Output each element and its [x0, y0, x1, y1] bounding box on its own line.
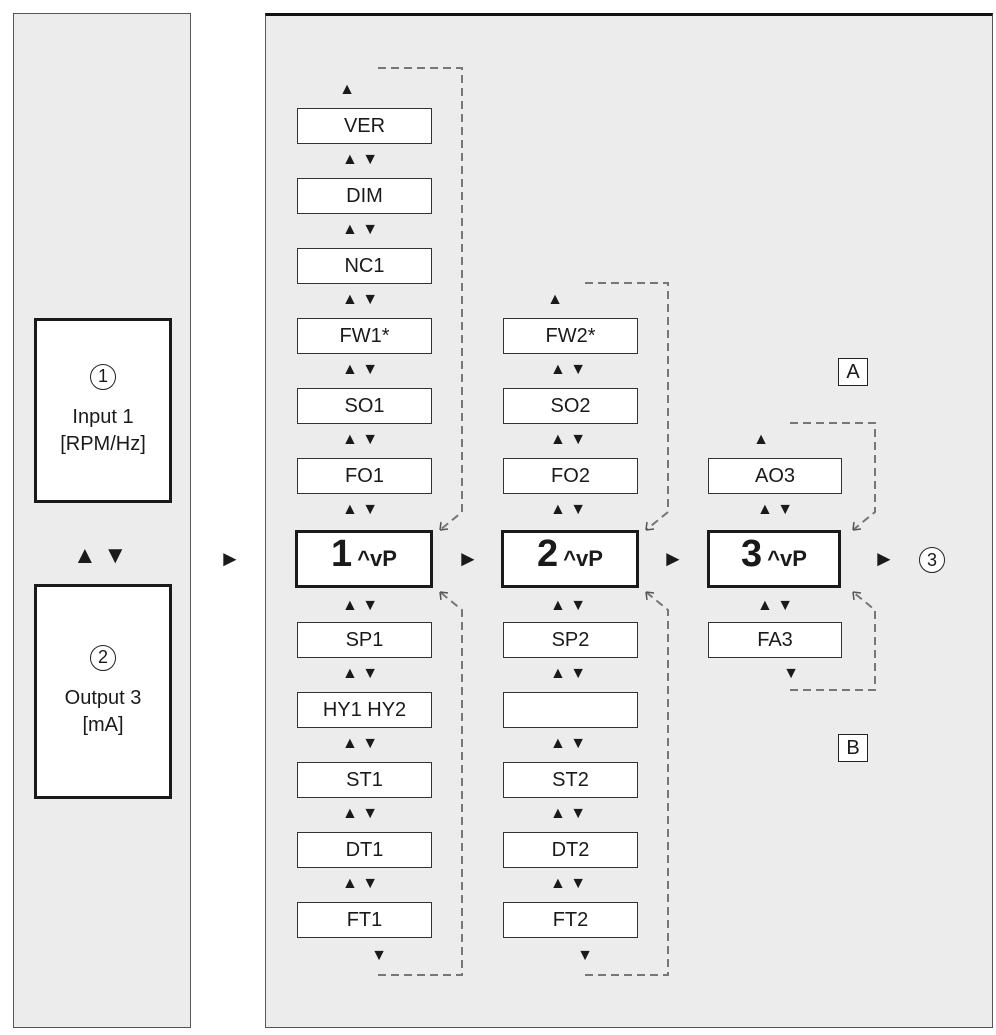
flow-arrow-main: ►: [219, 546, 241, 571]
menu-item-sp2[interactable]: SP2: [503, 622, 638, 658]
menu-item-nc1[interactable]: NC1: [297, 248, 432, 284]
col2-updown: ▲ ▼: [549, 805, 587, 822]
col1-up-arrow: ▲: [339, 81, 355, 98]
col2-updown: ▲ ▼: [549, 431, 587, 448]
col1-updown: ▲ ▼: [341, 735, 379, 752]
flow-arrow-3-end: ►: [873, 546, 895, 571]
label-a: A: [838, 358, 868, 386]
toggle-arrows: ▲ ▼: [73, 542, 128, 569]
menu-item-ft1[interactable]: FT1: [297, 902, 432, 938]
marker-3: 3: [919, 547, 945, 573]
menu-item-hy1-hy2[interactable]: HY1 HY2: [297, 692, 432, 728]
marker-1: 1: [90, 363, 116, 390]
col2-up-arrow: ▲: [547, 291, 563, 308]
menu-item-so2[interactable]: SO2: [503, 388, 638, 424]
output-3-label: Output 3: [64, 686, 142, 709]
input-1-unit: [RPM/Hz]: [60, 432, 146, 455]
channel-2-suffix: ^vP: [563, 546, 603, 571]
col1-down-arrow: ▼: [371, 947, 387, 964]
input-output-panel: [13, 13, 191, 1028]
col1-updown: ▲ ▼: [341, 431, 379, 448]
channel-3-suffix: ^vP: [767, 546, 807, 571]
output-3-unit: [mA]: [82, 713, 124, 736]
col2-down-arrow: ▼: [577, 947, 593, 964]
menu-item-st2[interactable]: ST2: [503, 762, 638, 798]
menu-item-st1[interactable]: ST1: [297, 762, 432, 798]
channel-1-number: 1: [331, 533, 353, 575]
flow-arrow-1-2: ►: [457, 546, 479, 571]
menu-item-blank[interactable]: [503, 692, 638, 728]
col2-updown: ▲ ▼: [549, 501, 587, 518]
input-1-label: Input 1: [72, 405, 134, 428]
input-1-box: 1 Input 1 [RPM/Hz]: [34, 318, 172, 503]
menu-item-fw2[interactable]: FW2*: [503, 318, 638, 354]
col1-updown: ▲ ▼: [341, 291, 379, 308]
menu-item-so1[interactable]: SO1: [297, 388, 432, 424]
col1-updown: ▲ ▼: [341, 805, 379, 822]
col3-down-arrow: ▼: [783, 665, 799, 682]
menu-item-sp1[interactable]: SP1: [297, 622, 432, 658]
col3-up-arrow: ▲: [753, 431, 769, 448]
menu-item-ao3[interactable]: AO3: [708, 458, 842, 494]
menu-item-fo1[interactable]: FO1: [297, 458, 432, 494]
menu-item-fa3[interactable]: FA3: [708, 622, 842, 658]
col1-updown: ▲ ▼: [341, 361, 379, 378]
col1-updown: ▲ ▼: [341, 597, 379, 614]
menu-item-ver[interactable]: VER: [297, 108, 432, 144]
col3-updown: ▲ ▼: [756, 597, 794, 614]
col1-updown: ▲ ▼: [341, 151, 379, 168]
col2-updown: ▲ ▼: [549, 597, 587, 614]
menu-item-dim[interactable]: DIM: [297, 178, 432, 214]
channel-3-number: 3: [741, 533, 763, 575]
col3-updown: ▲ ▼: [756, 501, 794, 518]
label-b: B: [838, 734, 868, 762]
menu-item-dt2[interactable]: DT2: [503, 832, 638, 868]
col2-updown: ▲ ▼: [549, 665, 587, 682]
channel-3-key[interactable]: 3 ^vP: [707, 530, 841, 588]
output-3-box: 2 Output 3 [mA]: [34, 584, 172, 799]
col1-updown: ▲ ▼: [341, 501, 379, 518]
menu-item-fw1[interactable]: FW1*: [297, 318, 432, 354]
col2-updown: ▲ ▼: [549, 361, 587, 378]
menu-item-fo2[interactable]: FO2: [503, 458, 638, 494]
marker-2: 2: [90, 644, 116, 671]
menu-item-dt1[interactable]: DT1: [297, 832, 432, 868]
channel-2-number: 2: [537, 533, 559, 575]
menu-item-ft2[interactable]: FT2: [503, 902, 638, 938]
channel-1-key[interactable]: 1 ^vP: [295, 530, 433, 588]
channel-2-key[interactable]: 2 ^vP: [501, 530, 639, 588]
col2-updown: ▲ ▼: [549, 735, 587, 752]
col1-updown: ▲ ▼: [341, 221, 379, 238]
channel-1-suffix: ^vP: [357, 546, 397, 571]
col1-updown: ▲ ▼: [341, 875, 379, 892]
flow-arrow-2-3: ►: [662, 546, 684, 571]
col2-updown: ▲ ▼: [549, 875, 587, 892]
col1-updown: ▲ ▼: [341, 665, 379, 682]
